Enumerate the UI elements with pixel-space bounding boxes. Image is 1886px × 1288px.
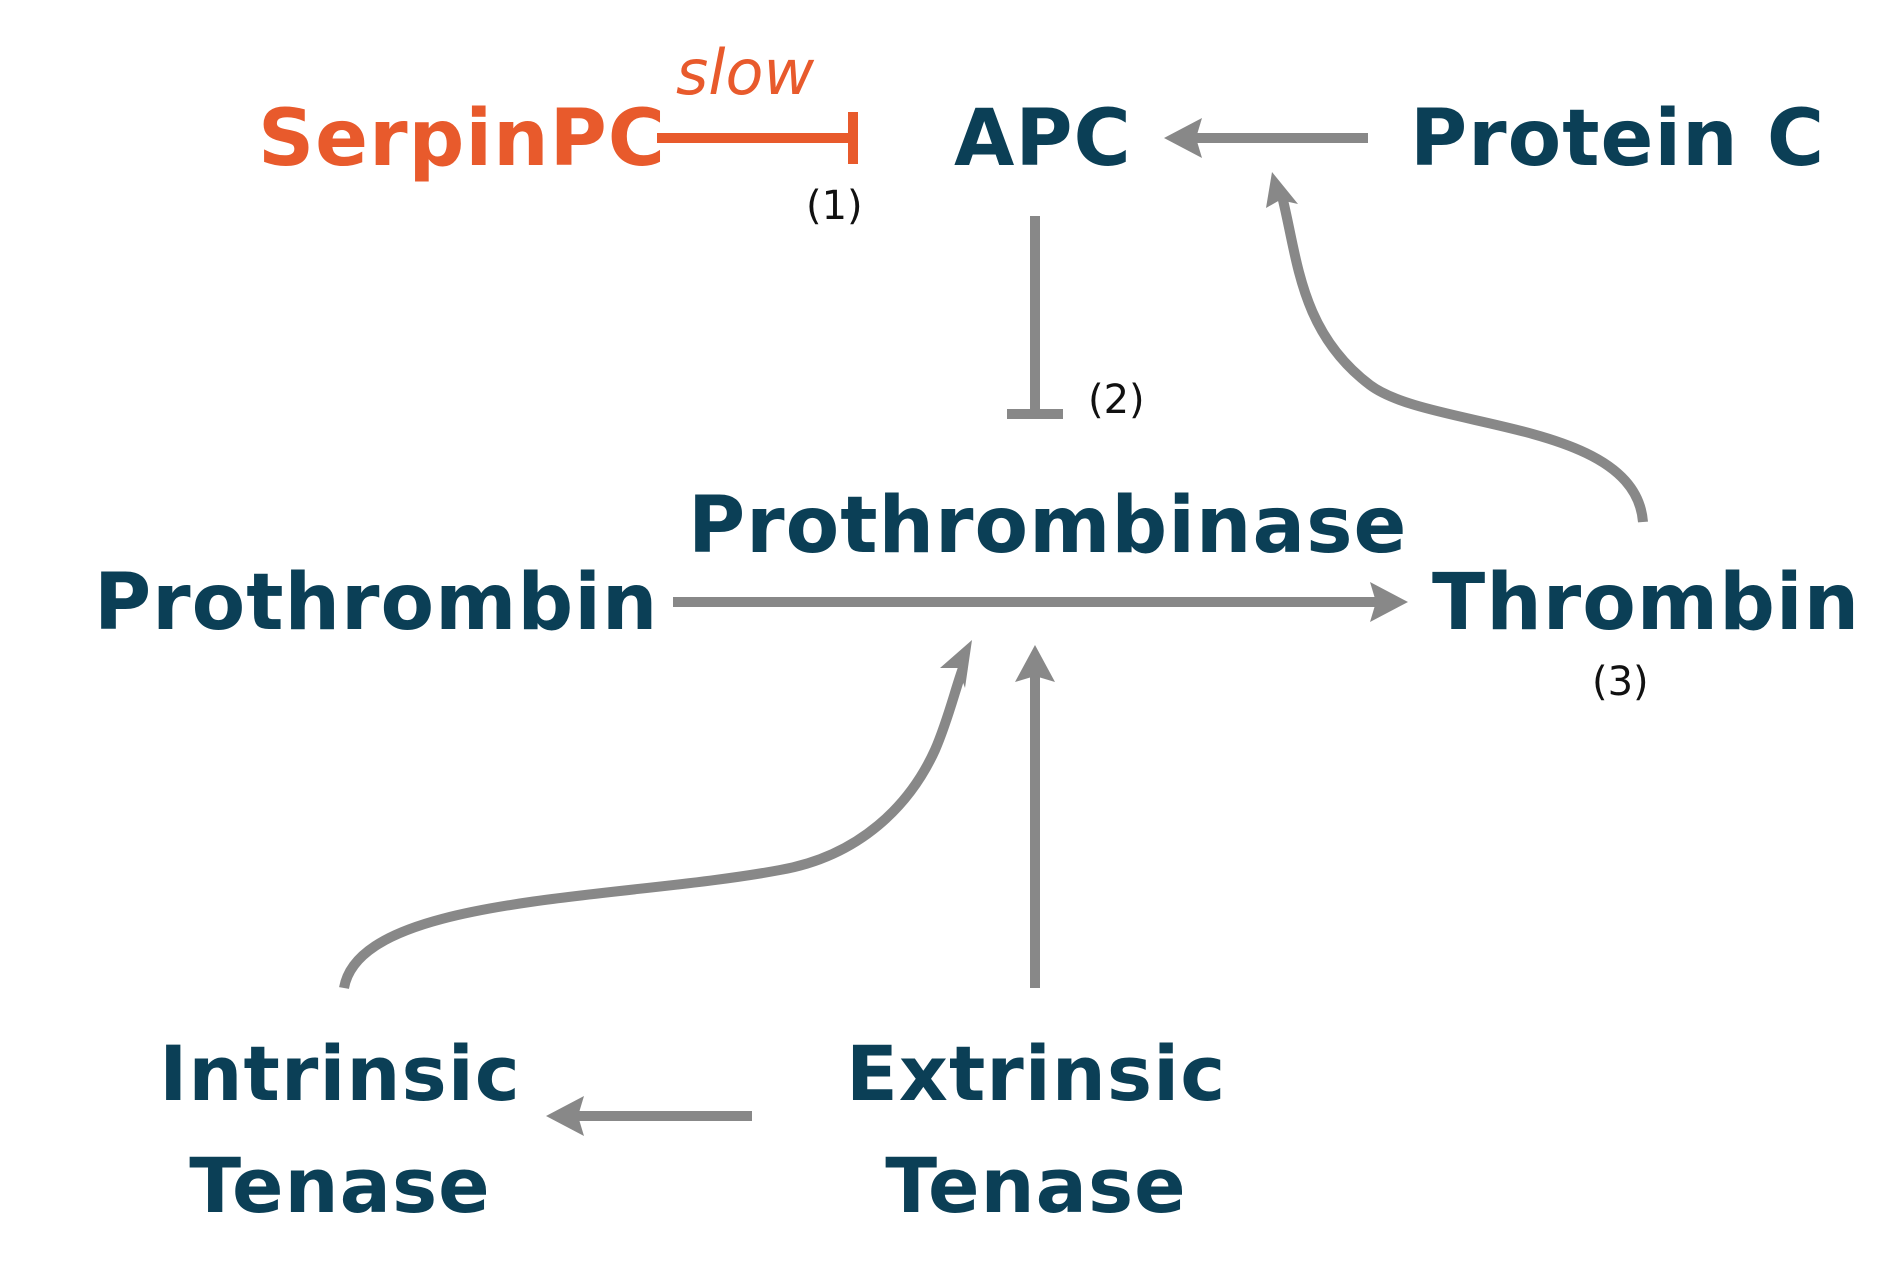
node-serpinpc: SerpinPC bbox=[258, 94, 667, 184]
edge-proteinc-to-apc bbox=[1164, 118, 1368, 158]
node-prothrombinase: Prothrombinase bbox=[688, 481, 1408, 571]
node-intrinsic-tenase: Intrinsic Tenase bbox=[150, 1018, 530, 1242]
node-prothrombin: Prothrombin bbox=[94, 558, 659, 648]
node-thrombin: Thrombin bbox=[1432, 558, 1861, 648]
node-apc: APC bbox=[954, 94, 1132, 184]
edge-intrinsic-to-prothrombinase bbox=[339, 640, 972, 990]
note-3: (3) bbox=[1592, 659, 1649, 705]
edge-apc-inhibits-prothrombinase bbox=[1007, 216, 1063, 419]
edge-extrinsic-to-prothrombinase bbox=[1015, 645, 1055, 988]
edge-thrombin-to-proteinc bbox=[1266, 172, 1648, 523]
edge-prothrombin-to-thrombin bbox=[673, 582, 1408, 622]
extrinsic-line1: Extrinsic bbox=[846, 1029, 1227, 1118]
intrinsic-line2: Tenase bbox=[189, 1141, 491, 1230]
edge-serpinpc-inhibits-apc bbox=[657, 112, 858, 164]
intrinsic-line1: Intrinsic bbox=[159, 1029, 521, 1118]
node-protein-c: Protein C bbox=[1410, 94, 1826, 184]
extrinsic-line2: Tenase bbox=[885, 1141, 1187, 1230]
note-1: (1) bbox=[806, 183, 863, 229]
edge-extrinsic-to-intrinsic bbox=[546, 1096, 752, 1136]
slow-label: slow bbox=[676, 36, 815, 109]
note-2: (2) bbox=[1088, 377, 1145, 423]
node-extrinsic-tenase: Extrinsic Tenase bbox=[846, 1018, 1226, 1242]
